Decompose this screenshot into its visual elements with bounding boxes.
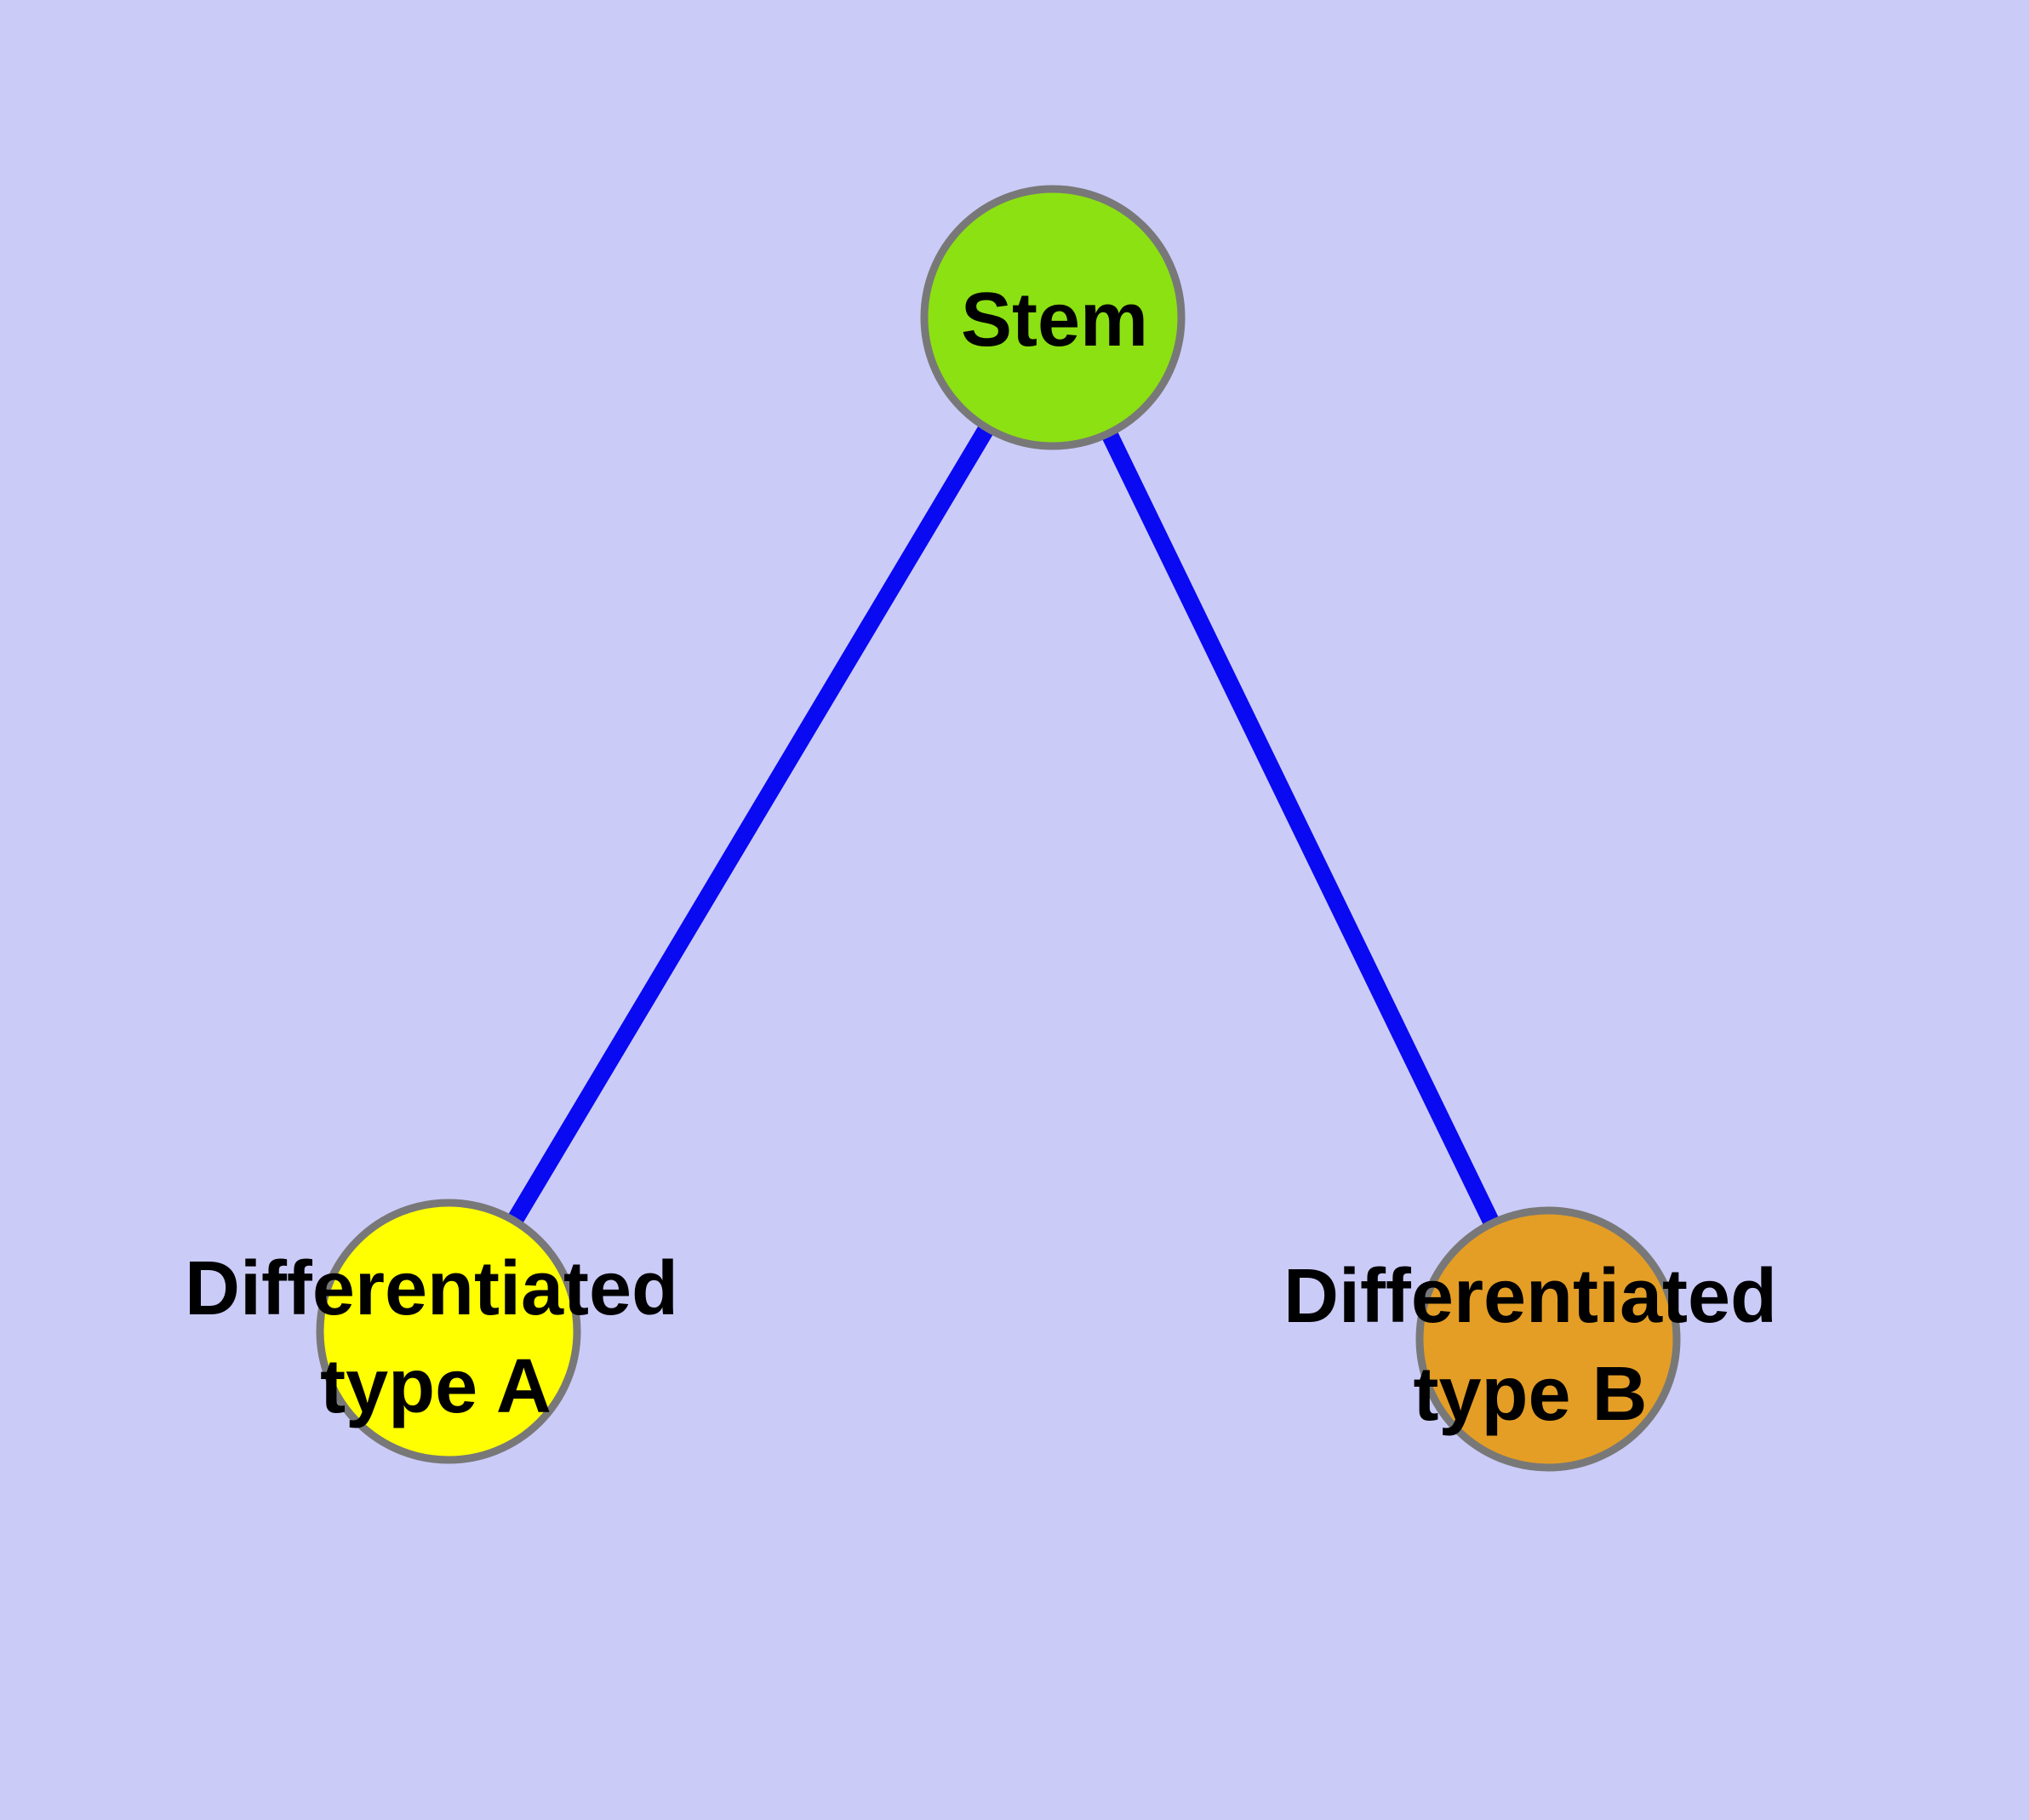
edge-stem-to-type-b	[1045, 313, 1556, 1343]
node-stem	[920, 185, 1186, 450]
node-differentiated-type-b	[1415, 1206, 1681, 1472]
node-type-a-label-line1: Differentiated	[185, 1246, 678, 1331]
edge-stem-to-type-a	[441, 312, 1060, 1336]
node-type-b-label-line1: Differentiated	[1283, 1254, 1777, 1339]
node-type-b-label-line2: type B	[1413, 1352, 1647, 1437]
node-type-a-label-line2: type A	[320, 1344, 552, 1429]
node-stem-label: Stem	[961, 278, 1148, 363]
node-differentiated-type-a	[316, 1199, 581, 1464]
